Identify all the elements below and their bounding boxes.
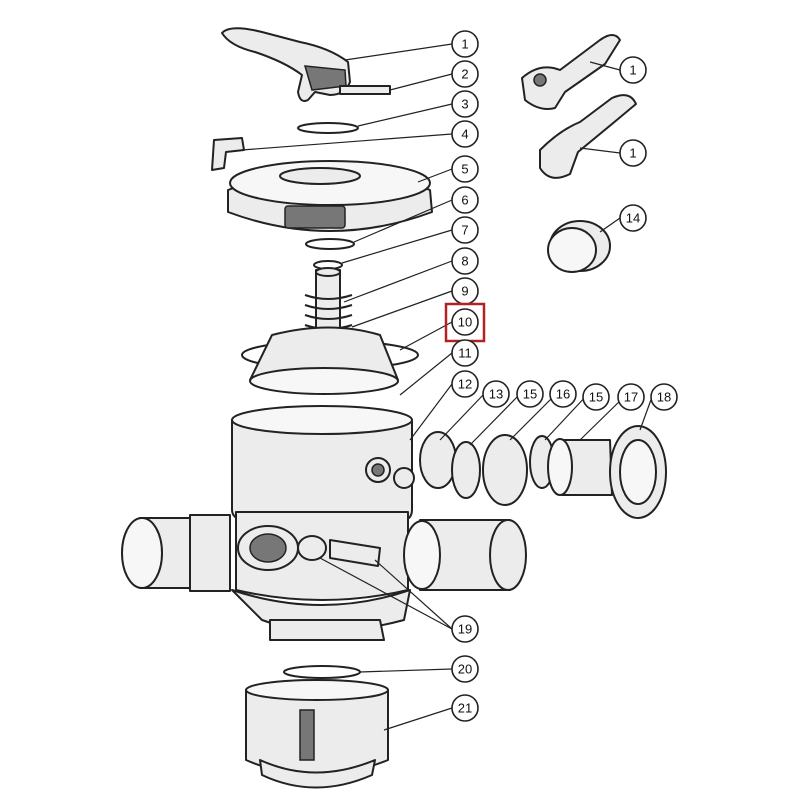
callout-label-11: 11	[458, 346, 472, 361]
callout-label-20: 20	[458, 662, 472, 677]
callout-label-4: 4	[461, 127, 468, 142]
callout-label-13: 13	[489, 387, 503, 402]
callout-15b: 15	[582, 383, 610, 411]
alt-handle-2	[539, 94, 637, 179]
front-union	[403, 519, 527, 591]
callout-label-9: 9	[461, 284, 468, 299]
callout-5: 5	[451, 155, 479, 183]
callout-11: 11	[451, 339, 479, 367]
callout-9: 9	[451, 277, 479, 305]
callout-2: 2	[451, 60, 479, 88]
callout-6: 6	[451, 186, 479, 214]
callout-15a: 15	[516, 380, 544, 408]
callout-label-6: 6	[461, 193, 468, 208]
callout-label-17: 17	[624, 390, 638, 405]
callout-label-7: 7	[461, 223, 468, 238]
callout-17: 17	[617, 383, 645, 411]
strainer-basket	[245, 679, 389, 789]
callout-label-12: 12	[458, 377, 472, 392]
callout-1c: 1	[619, 139, 647, 167]
left-union	[121, 514, 231, 592]
callout-18: 18	[650, 383, 678, 411]
o-ring-6	[305, 238, 355, 250]
callout-21: 21	[451, 694, 479, 722]
handle-part	[221, 27, 391, 102]
callout-label-1b: 1	[629, 63, 636, 78]
callout-19: 19	[451, 615, 479, 643]
valve-body	[231, 405, 415, 641]
side-port-assembly	[419, 425, 667, 519]
callout-label-10: 10	[458, 315, 472, 330]
o-ring-20	[283, 665, 361, 679]
callout-4: 4	[451, 120, 479, 148]
callout-label-19: 19	[458, 622, 472, 637]
rotor-part	[249, 326, 399, 395]
callout-label-2: 2	[461, 67, 468, 82]
callout-label-16: 16	[556, 387, 570, 402]
callout-3: 3	[451, 90, 479, 118]
callout-label-15b: 15	[589, 390, 603, 405]
callout-label-1: 1	[461, 37, 468, 52]
callout-label-1c: 1	[629, 146, 636, 161]
washer-part	[297, 122, 359, 134]
callout-label-5: 5	[461, 162, 468, 177]
callout-label-15a: 15	[523, 387, 537, 402]
leader-lines	[241, 43, 653, 731]
callout-label-21: 21	[458, 701, 472, 716]
callout-label-8: 8	[461, 254, 468, 269]
callout-14: 14	[619, 204, 647, 232]
callout-label-14: 14	[626, 211, 640, 226]
cover-part	[227, 160, 433, 232]
callout-12: 12	[451, 370, 479, 398]
callout-16: 16	[549, 380, 577, 408]
cap-part	[547, 220, 611, 273]
clip-part	[211, 137, 245, 171]
callout-7: 7	[451, 216, 479, 244]
alt-handle-1	[521, 34, 621, 110]
callout-1: 1	[451, 30, 479, 58]
callout-13: 13	[482, 380, 510, 408]
callout-1b: 1	[619, 56, 647, 84]
callout-label-18: 18	[657, 390, 671, 405]
callout-label-3: 3	[461, 97, 468, 112]
callout-20: 20	[451, 655, 479, 683]
callout-8: 8	[451, 247, 479, 275]
callout-10: 10	[444, 302, 486, 343]
